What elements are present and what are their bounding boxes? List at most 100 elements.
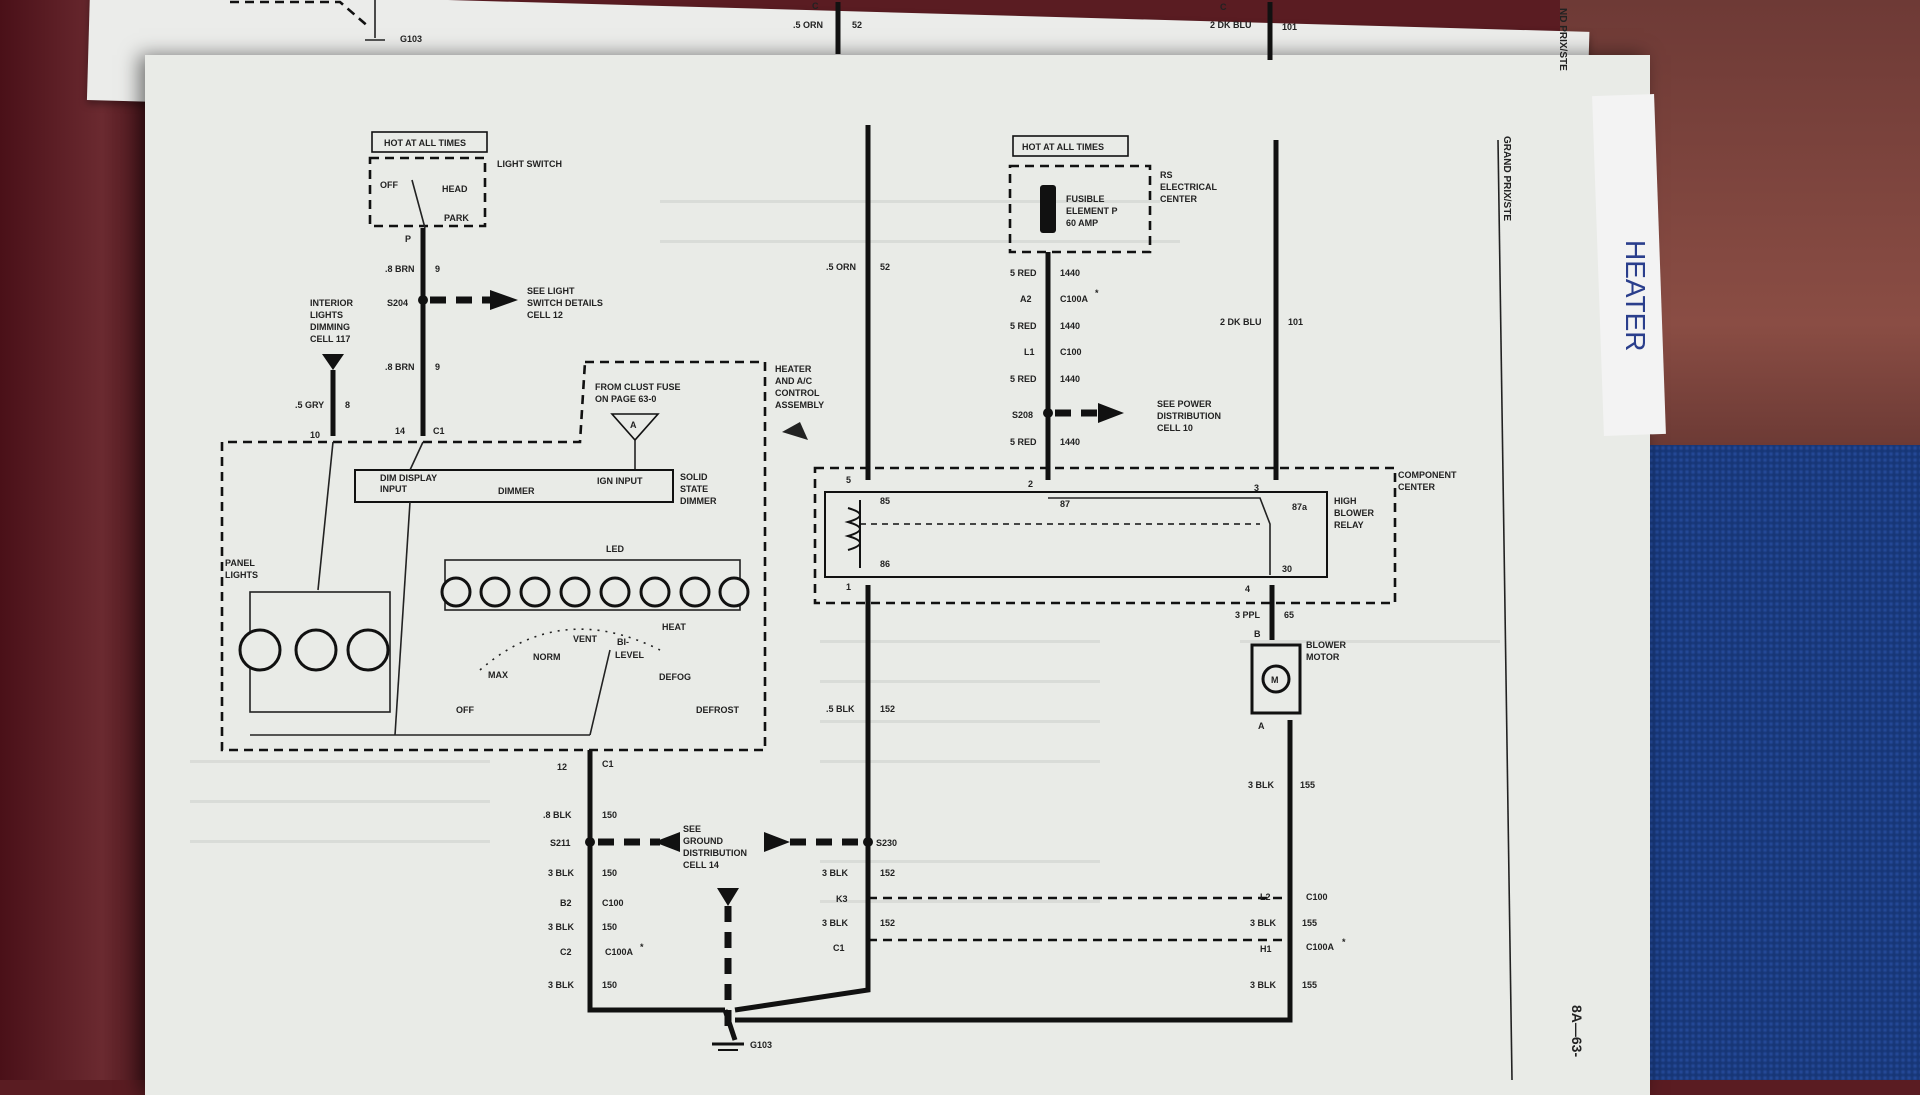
c100-label-b: C100 [1060,347,1082,357]
control-assembly: HEATER AND A/C CONTROL ASSEMBLY FROM CLU… [220,360,824,752]
relay-coil [844,507,861,551]
wire-9-label-b: 9 [435,362,440,372]
fusible-3: 60 AMP [1066,218,1098,228]
blk3c: 3 BLK [548,980,575,990]
interior-1: INTERIOR [310,298,354,308]
k3-label: K3 [836,894,848,904]
mode-norm: NORM [533,652,561,662]
wire-150 [587,750,725,1013]
fusible-element [1040,185,1056,233]
l1-label: L1 [1024,347,1035,357]
see-light-1: SEE LIGHT [527,286,575,296]
pin-30: 30 [1282,564,1292,574]
splice-s208 [1043,408,1053,418]
interior-3: DIMMING [310,322,350,332]
top-c-left: C [812,1,819,11]
gry-label: .5 GRY [295,400,324,410]
dimmer-label: DIMMER [498,486,535,496]
h1-label: H1 [1260,944,1272,954]
c1-label-b: C1 [602,759,614,769]
led-icon [440,576,472,608]
left-ground-circuit: 12 C1 .8 BLK 150 S211 3 BLK 150 B2 C100 … [543,750,860,1051]
blk3d: 3 BLK [822,868,849,878]
see-pwr-3: CELL 10 [1157,423,1193,433]
pin-1: 1 [846,582,851,592]
esd-icon [782,422,808,440]
wire-155-bottom [735,720,1293,1023]
blk3f: 3 BLK [1248,780,1275,790]
pin-5: 5 [846,475,851,485]
pin-85: 85 [880,496,890,506]
panel-lamp [294,628,338,672]
n155c: 155 [1302,980,1317,990]
s204-label: S204 [387,298,408,308]
led-icon [599,576,631,608]
s208-arrow [1098,403,1124,423]
top-101: 101 [1282,22,1297,32]
star-2: * [1095,288,1099,298]
c2-label: C2 [560,947,572,957]
a2-label: A2 [1020,294,1032,304]
s204-arrow-head [490,290,518,310]
blk3e: 3 BLK [822,918,849,928]
hot-label-2: HOT AT ALL TIMES [1022,142,1104,152]
n1440c: 1440 [1060,374,1080,384]
l2-label: L2 [1260,892,1271,902]
wire-9-label-a: 9 [435,264,440,274]
heater-2: AND A/C [775,376,813,386]
see-gnd-1: SEE [683,824,701,834]
handwritten-label: HEATER [1620,240,1651,352]
led-row [440,576,750,608]
dkblu-label: 2 DK BLU [1220,317,1262,327]
fusible-box [1008,164,1152,254]
previous-page-fragment: G103 C .5 ORN 52 C 2 DK BLU 101 ND PRIX/… [230,0,1568,71]
c100-label-c: C100 [1306,892,1328,902]
page-margin: GRAND PRIX/STE 8A—63- HEATER [1497,136,1651,1080]
comp-1: COMPONENT [1398,470,1457,480]
red4: 5 RED [1010,437,1037,447]
pin-3: 3 [1254,483,1259,493]
power-feed: HOT AT ALL TIMES FUSIBLE ELEMENT P 60 AM… [1008,135,1221,480]
solid-state-dimmer [354,469,674,503]
panel-lamp [238,628,282,672]
s230-label: S230 [876,838,897,848]
wire-152 [734,585,871,1013]
heater-4: ASSEMBLY [775,400,824,410]
ground-arrow [717,888,739,906]
top-52: 52 [852,20,862,30]
wire-brn-label-a: .8 BRN [385,264,415,274]
wire-10-down [317,441,334,591]
see-gnd-2: GROUND [683,836,723,846]
wire-brn-label-b: .8 BRN [385,362,415,372]
motor-1: BLOWER [1306,640,1346,650]
ign-label: IGN INPUT [597,476,643,486]
dim-input-wire [394,501,411,736]
mode-arc [479,628,661,671]
led-icon [718,576,750,608]
relay-1: HIGH [1334,496,1357,506]
panel-1: PANEL [225,558,255,568]
interior-2: LIGHTS [310,310,343,320]
clust-2: ON PAGE 63-0 [595,394,656,404]
star-1: * [640,942,644,952]
mode-defrost: DEFROST [696,705,740,715]
led-icon [519,576,551,608]
switch-lever [411,179,426,229]
blk5-label: .5 BLK [826,704,855,714]
n150c: 150 [602,922,617,932]
switch-park: PARK [444,213,469,223]
ssd-1: SOLID [680,472,708,482]
s211-label: S211 [550,838,571,848]
mode-bi: BI- [617,637,629,647]
s211-arrow [654,832,680,852]
blk8-label: .8 BLK [543,810,572,820]
middle-circuit: .5 ORN 52 5 85 86 1 .5 BLK 152 S230 3 BL… [734,125,1293,1023]
led-icon [639,576,671,608]
heater-3: CONTROL [775,388,820,398]
dim-input-1: DIM DISPLAY [380,473,437,483]
light-switch-box [368,156,487,228]
red3: 5 RED [1010,374,1037,384]
n1440a: 1440 [1060,268,1080,278]
assembly-border [220,360,767,752]
mode-wiper [589,649,611,736]
